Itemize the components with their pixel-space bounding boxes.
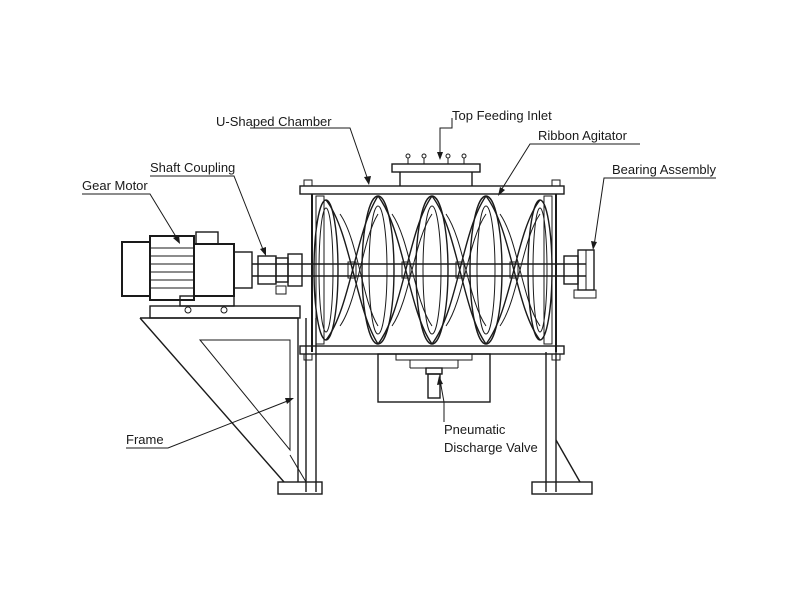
ribbon-agitator — [313, 195, 553, 345]
pneumatic-discharge-valve — [377, 353, 491, 403]
u-shaped-chamber — [299, 179, 565, 361]
label-pneumatic-line2: Discharge Valve — [444, 440, 538, 455]
label-ribbon-agitator: Ribbon Agitator — [538, 128, 628, 143]
frame-structure — [139, 305, 593, 495]
label-bearing-assembly: Bearing Assembly — [612, 162, 717, 177]
shaft-coupling — [252, 253, 586, 295]
gear-motor — [121, 231, 253, 314]
leader-lines — [82, 118, 716, 449]
label-gear-motor: Gear Motor — [82, 178, 148, 193]
label-pneumatic-line1: Pneumatic — [444, 422, 506, 437]
label-top-feeding-inlet: Top Feeding Inlet — [452, 108, 552, 123]
label-frame: Frame — [126, 432, 164, 447]
top-feeding-inlet — [391, 153, 481, 186]
bearing-assembly — [563, 249, 597, 299]
label-u-shaped-chamber: U-Shaped Chamber — [216, 114, 332, 129]
label-shaft-coupling: Shaft Coupling — [150, 160, 235, 175]
